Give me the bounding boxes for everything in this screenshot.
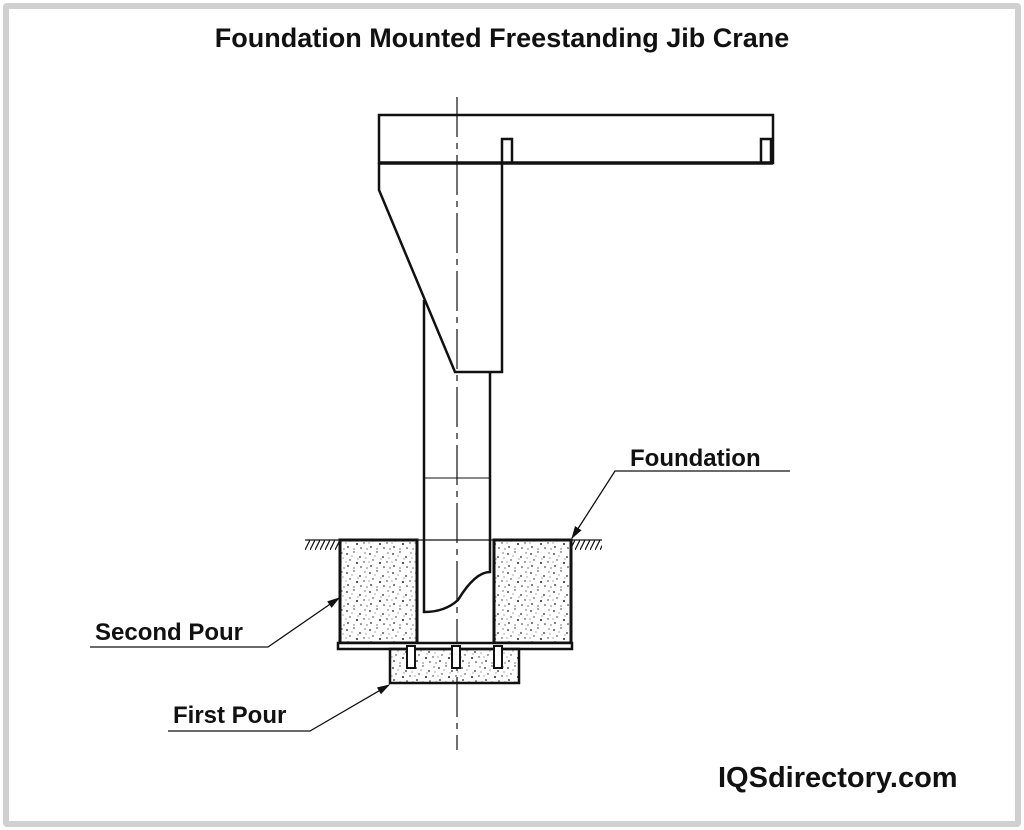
boom-bracket — [377, 163, 504, 374]
crane-structure — [377, 113, 775, 614]
anchor-bolt — [493, 645, 503, 669]
anchor-bolt — [406, 645, 416, 669]
column — [422, 300, 492, 614]
label-first-pour: First Pour — [173, 702, 286, 729]
foundation-pit — [305, 538, 602, 685]
label-second-pour: Second Pour — [95, 619, 243, 646]
watermark-logo: IQSdirectory.com — [718, 762, 958, 794]
boom-stop-right — [759, 137, 773, 165]
boom-stop-left — [500, 137, 514, 165]
ground-hatch-right — [571, 540, 602, 550]
ground-hatch-left — [305, 540, 340, 550]
second-pour-right — [492, 538, 573, 645]
anchor-bolt — [451, 645, 461, 669]
callouts — [90, 470, 790, 732]
label-foundation: Foundation — [630, 445, 761, 472]
second-pour-left — [338, 538, 419, 645]
jib-boom — [377, 113, 775, 165]
diagram-title: Foundation Mounted Freestanding Jib Cran… — [215, 23, 790, 53]
